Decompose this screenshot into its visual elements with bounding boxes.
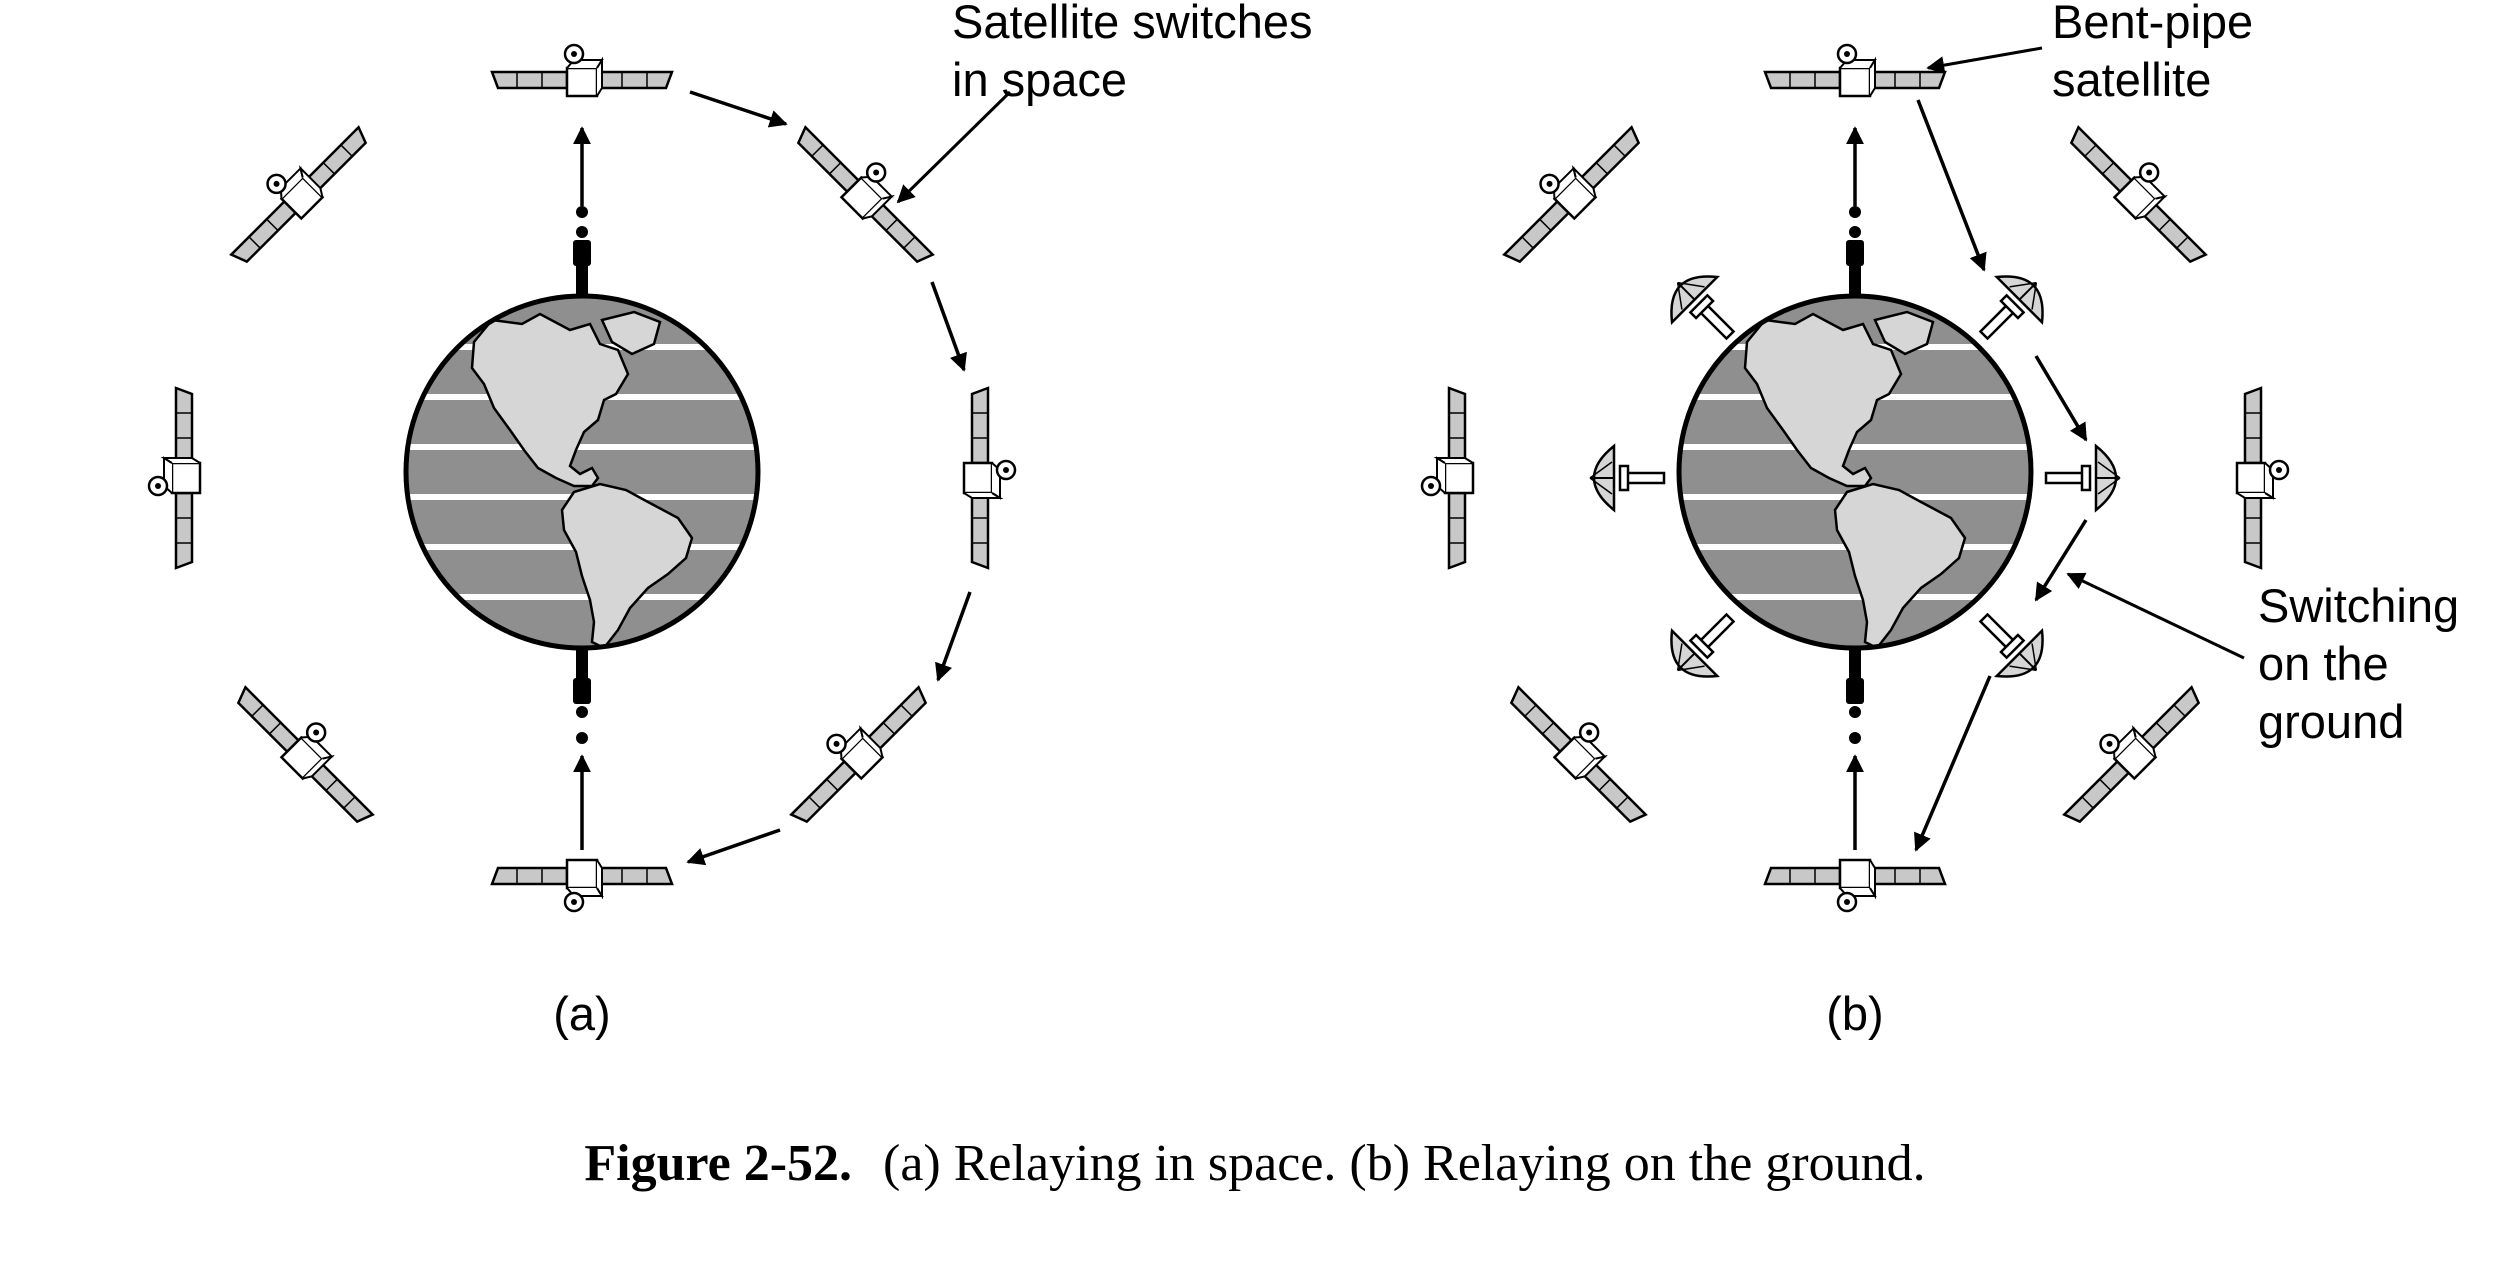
- callout-bent-pipe-line-1: Bent-pipe: [2052, 0, 2253, 48]
- uplink-dot: [576, 206, 588, 218]
- dish-icon-lower-left: [1653, 594, 1754, 695]
- dish-icon-right: [2044, 444, 2122, 512]
- downlink-dot: [576, 732, 588, 744]
- ground-relay-arrow-1: [2034, 355, 2088, 442]
- satellite-icon-bottom: [1763, 858, 1947, 913]
- satellite-icon-top-right: [2060, 106, 2227, 273]
- uplink-dot: [1849, 206, 1861, 218]
- satellite-icon-right: [2235, 386, 2290, 570]
- dish-icon-lower-right: [1960, 594, 2061, 695]
- satellite-icon-left: [147, 386, 202, 570]
- satellite-icon-top-right: [787, 106, 954, 273]
- person-icon-bottom: [573, 648, 591, 718]
- callout-leader-bent-pipe: [1926, 46, 2043, 75]
- ground-relay-arrow-2: [2034, 519, 2088, 602]
- space-relay-arrow-4: [686, 828, 781, 866]
- satellite-icon-bottom: [490, 858, 674, 913]
- panel-b: Bent-pipe satellite Switching on the gro…: [1420, 0, 2459, 1040]
- callout-leader-a: [896, 90, 1012, 204]
- satellite-icon-bottom-right: [770, 666, 937, 833]
- dish-icon-left: [1588, 444, 1666, 512]
- person-icon-top: [1846, 226, 1864, 296]
- bent-pipe-satellite-icon: [1763, 43, 1947, 98]
- satellite-icon-top-left: [210, 106, 377, 273]
- person-icon-top: [573, 226, 591, 296]
- figure-caption-text: (a) Relaying in space. (b) Relaying on t…: [883, 1135, 1926, 1192]
- down-to-ground-arrow: [1916, 99, 1987, 272]
- satellite-icon-bottom-right: [2043, 666, 2210, 833]
- figure-number: Figure 2-52.: [584, 1135, 852, 1192]
- panel-a-label: (a): [553, 987, 610, 1040]
- satellite-icon-top-left: [1483, 106, 1650, 273]
- space-relay-arrow-2: [930, 281, 967, 372]
- satellite-icon-bottom-left: [1500, 666, 1667, 833]
- panel-b-label: (b): [1826, 987, 1883, 1040]
- satellite-icon-right: [962, 386, 1017, 570]
- person-icon-bottom: [1846, 648, 1864, 718]
- callout-ground-line-1: Switching: [2258, 579, 2459, 632]
- earth-icon: [1675, 292, 2035, 652]
- callout-a-line-1: Satellite switches: [952, 0, 1313, 48]
- callout-ground-line-3: ground: [2258, 695, 2404, 748]
- callout-ground-line-2: on the: [2258, 637, 2389, 690]
- space-relay-arrow-1: [689, 90, 788, 128]
- callout-a-line-2: in space: [952, 53, 1127, 106]
- satellite-icon-left: [1420, 386, 1475, 570]
- callout-leader-ground: [2066, 572, 2245, 660]
- satellite-icon-bottom-left: [227, 666, 394, 833]
- figure-caption: Figure 2-52. (a) Relaying in space. (b) …: [584, 1135, 1925, 1192]
- downlink-dot: [1849, 732, 1861, 744]
- space-relay-arrow-3: [935, 591, 972, 682]
- callout-bent-pipe-line-2: satellite: [2052, 53, 2211, 106]
- satellite-icon-top: [490, 43, 674, 98]
- panel-a: Satellite switches in space (a): [147, 0, 1313, 1040]
- earth-icon: [402, 292, 762, 652]
- up-to-satellite-arrow: [1914, 675, 1992, 852]
